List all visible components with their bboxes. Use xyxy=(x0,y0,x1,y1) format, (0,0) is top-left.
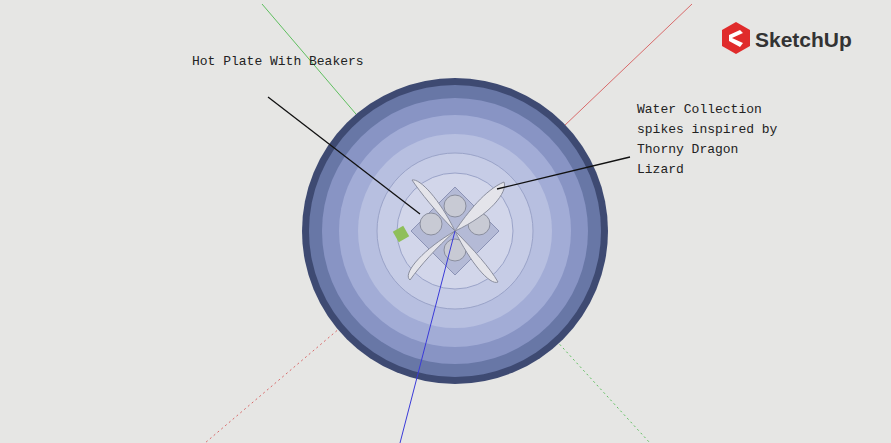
blue-axis xyxy=(400,231,455,443)
leader-line xyxy=(497,157,630,189)
leader-line xyxy=(268,97,420,214)
water-spikes xyxy=(408,180,504,283)
callout-label: Water Collection spikes inspired by Thor… xyxy=(637,100,787,180)
green-marker xyxy=(393,226,409,242)
sketchup-logo-icon xyxy=(722,22,750,54)
logo-text: SketchUp xyxy=(755,28,852,52)
callout-label: Hot Plate With Beakers xyxy=(192,52,364,72)
